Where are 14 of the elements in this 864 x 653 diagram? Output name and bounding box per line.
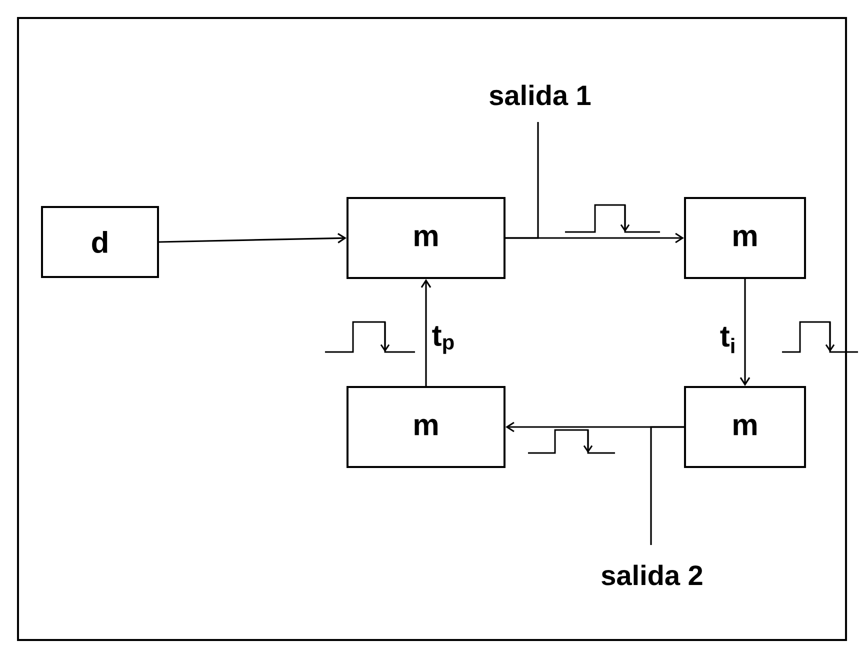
edge-label: t$_{i}$ <box>718 326 738 354</box>
connector-line <box>650 426 684 545</box>
edge-label: t$_{p}$ <box>430 325 456 355</box>
output-label: salida 2 <box>602 564 702 586</box>
process-box: d <box>41 206 159 278</box>
process-box: m <box>346 197 506 279</box>
process-box: m <box>684 386 806 468</box>
arrow <box>740 279 750 386</box>
process-box: m <box>684 197 806 279</box>
output-label: salida 1 <box>490 84 591 106</box>
arrow <box>158 233 346 244</box>
connector-line <box>506 122 539 239</box>
arrow <box>420 279 432 386</box>
process-box: m <box>346 386 506 468</box>
